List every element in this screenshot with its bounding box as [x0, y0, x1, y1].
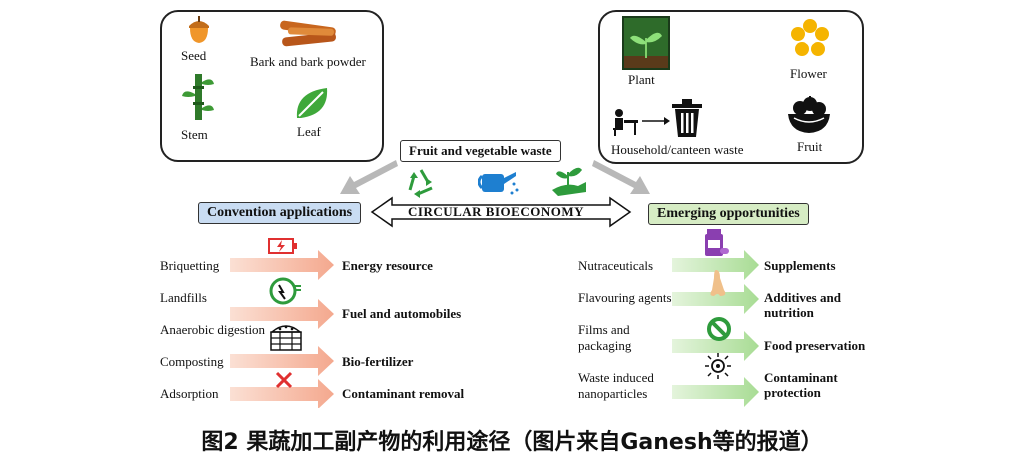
left-target-energy: Energy resource — [342, 258, 433, 273]
fuel-plug-icon — [269, 277, 301, 305]
leaf-icon — [296, 88, 328, 118]
figure-caption: 图2 果蔬加工副产物的利用途径（图片来自Ganesh等的报道） — [201, 430, 823, 455]
person-at-desk-icon — [613, 109, 638, 136]
bark-icon — [280, 20, 336, 47]
left-target-fuel: Fuel and automobiles — [342, 306, 462, 321]
right-item-fruit: Fruit — [797, 139, 823, 154]
grey-arrow-right — [592, 160, 650, 194]
seed-icon — [189, 16, 209, 43]
plant-icon — [622, 16, 670, 70]
left-target-biofertilizer: Bio-fertilizer — [342, 354, 414, 369]
right-source-nanoparticles: Waste induced nanoparticles — [578, 370, 654, 401]
fruit-bowl-icon — [788, 96, 830, 133]
recycle-icon — [408, 169, 433, 198]
grey-arrow-left — [340, 160, 398, 194]
arrow-to-bin-icon — [642, 117, 670, 125]
left-row-arrows — [230, 250, 334, 408]
right-item-household-waste: Household/canteen waste — [611, 142, 744, 157]
left-source-anaerobic: Anaerobic digestion — [160, 322, 266, 337]
compost-bin-icon — [269, 325, 303, 351]
left-item-stem: Stem — [181, 127, 208, 142]
right-target-contaminant-protection: Contaminant protection — [764, 370, 838, 400]
flower-icon — [791, 19, 829, 56]
right-row-arrows — [672, 250, 759, 407]
left-item-bark: Bark and bark powder — [250, 54, 366, 69]
left-source-landfills: Landfills — [160, 290, 207, 305]
right-source-films: Films and packaging — [578, 322, 632, 353]
no-symbol-icon — [707, 317, 731, 341]
bulb-icon — [705, 353, 731, 379]
right-item-plant: Plant — [628, 72, 655, 87]
left-item-seed: Seed — [181, 48, 207, 63]
right-target-food-preservation: Food preservation — [764, 338, 866, 353]
left-target-contaminant-removal: Contaminant removal — [342, 386, 465, 401]
right-target-additives: Additives and nutrition — [764, 290, 841, 320]
stem-icon — [182, 74, 214, 120]
circular-bioeconomy-arrow — [370, 196, 632, 228]
right-source-flavouring: Flavouring agents — [578, 290, 672, 305]
nose-icon — [710, 270, 726, 296]
left-item-leaf: Leaf — [297, 124, 321, 139]
hand-plant-icon — [552, 167, 586, 196]
right-source-nutraceuticals: Nutraceuticals — [578, 258, 654, 273]
emerging-opportunities-label: Emerging opportunities — [648, 203, 809, 225]
right-item-flower: Flower — [790, 66, 827, 81]
convention-applications-label: Convention applications — [198, 202, 362, 224]
center-label: Fruit and vegetable waste — [400, 140, 561, 162]
fruit-vegetable-waste-image — [388, 6, 594, 146]
left-source-briquetting: Briquetting — [160, 258, 220, 273]
trash-bin-icon — [672, 99, 702, 137]
left-source-adsorption: Adsorption — [160, 386, 219, 401]
circular-bioeconomy-label: CIRCULAR BIOECONOMY — [408, 204, 584, 219]
left-source-composting: Composting — [160, 354, 224, 369]
cross-icon — [275, 371, 293, 389]
supplement-bottle-icon — [705, 229, 729, 256]
right-target-supplements: Supplements — [764, 258, 836, 273]
watering-can-icon — [478, 172, 519, 195]
battery-icon — [268, 238, 297, 254]
